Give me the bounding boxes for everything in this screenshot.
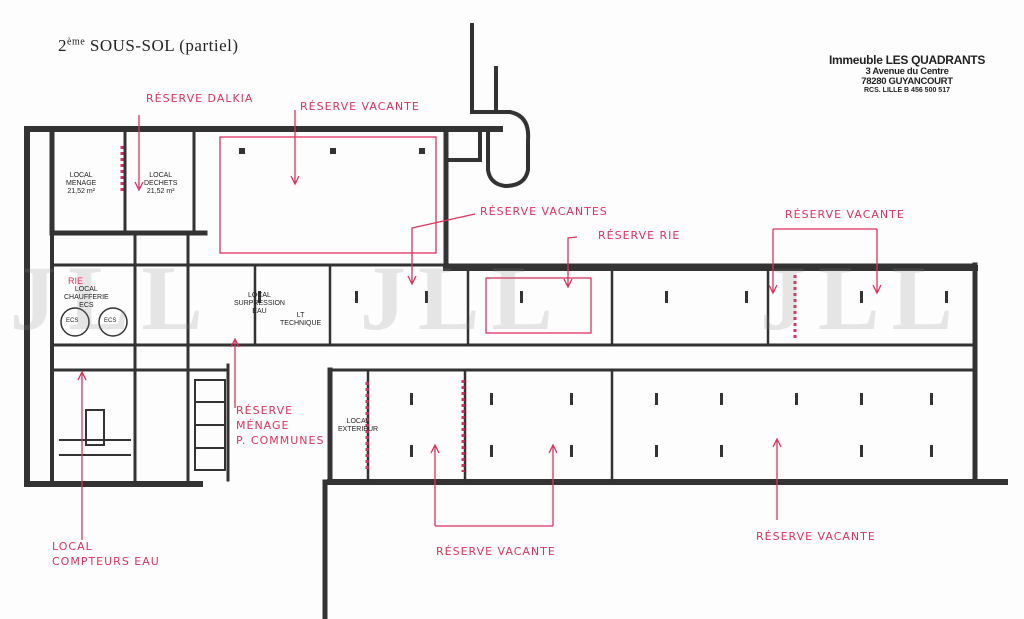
room-boiler-1: ECS: [66, 318, 79, 324]
red-hatches: [120, 146, 797, 472]
annotation-reserve-menage: RÉSERVE MÉNAGE P. COMMUNES: [236, 404, 325, 447]
room-dechets: LOCAL DECHETS 21,52 m²: [144, 172, 178, 196]
annotation-reserve-vacante-right: RÉSERVE VACANTE: [785, 208, 905, 221]
annotation-reserve-vacantes-mid: RÉSERVE VACANTES: [480, 205, 608, 218]
jll-watermark: JLL: [10, 247, 215, 349]
room-eau: LOCAL SURPRESSION EAU: [234, 292, 285, 316]
level-suffix: ème: [67, 36, 86, 48]
boiler-2: [98, 307, 128, 337]
room-chaufferie: LOCAL CHAUFFERIE ECS: [64, 286, 109, 310]
boiler-1: [60, 307, 90, 337]
highlight-rectangles: [219, 136, 592, 334]
walls: [24, 23, 1008, 619]
level-number: 2: [58, 36, 67, 55]
red-arrows: [77, 110, 882, 540]
building-name: Immeuble LES QUADRANTS: [828, 53, 986, 67]
annotation-reserve-vacante-bottom-mid: RÉSERVE VACANTE: [436, 545, 556, 558]
room-boiler-2: ECS: [104, 318, 117, 324]
building-info: Immeuble LES QUADRANTS 3 Avenue du Centr…: [812, 54, 1002, 94]
wall-notch: [444, 131, 482, 162]
boilers: [60, 307, 128, 337]
title-text: SOUS-SOL (partiel): [89, 36, 239, 55]
room-technique: LT TECHNIQUE: [280, 312, 322, 328]
annotation-reserve-vacante-top: RÉSERVE VACANTE: [300, 100, 420, 113]
jll-watermark-2: JLL: [360, 247, 565, 349]
room-rie-small: RIE: [68, 276, 84, 286]
stair-curve: [486, 110, 531, 189]
annotation-reserve-vacante-bottom-right: RÉSERVE VACANTE: [756, 530, 876, 543]
partitions-top-band: [253, 263, 770, 347]
annotation-reserve-rie: RÉSERVE RIE: [598, 229, 681, 242]
page-title: 2ème SOUS-SOL (partiel): [58, 36, 239, 56]
partitions-lower-band: [366, 368, 614, 484]
fixtures: [239, 148, 948, 457]
highlight-dalkia-area: [219, 136, 437, 254]
annotation-local-compteurs: LOCAL COMPTEURS EAU: [52, 540, 160, 568]
building-address: 3 Avenue du Centre: [865, 65, 949, 77]
stair-shaft: [470, 23, 502, 114]
room-menage: LOCAL MENAGE 21,52 m²: [66, 172, 97, 196]
annotation-reserve-dalkia: RÉSERVE DALKIA: [146, 92, 254, 105]
building-city: 78280 GUYANCOURT: [861, 75, 953, 87]
jll-watermark-3: JLL: [760, 247, 965, 349]
small-rooms: [194, 379, 226, 471]
room-exterieur: LOCAL EXTERIEUR: [338, 418, 379, 434]
stair-left: [59, 409, 131, 456]
building-rcs: RCS. LILLE B 456 500 517: [864, 86, 950, 94]
highlight-rie-area: [485, 277, 592, 334]
